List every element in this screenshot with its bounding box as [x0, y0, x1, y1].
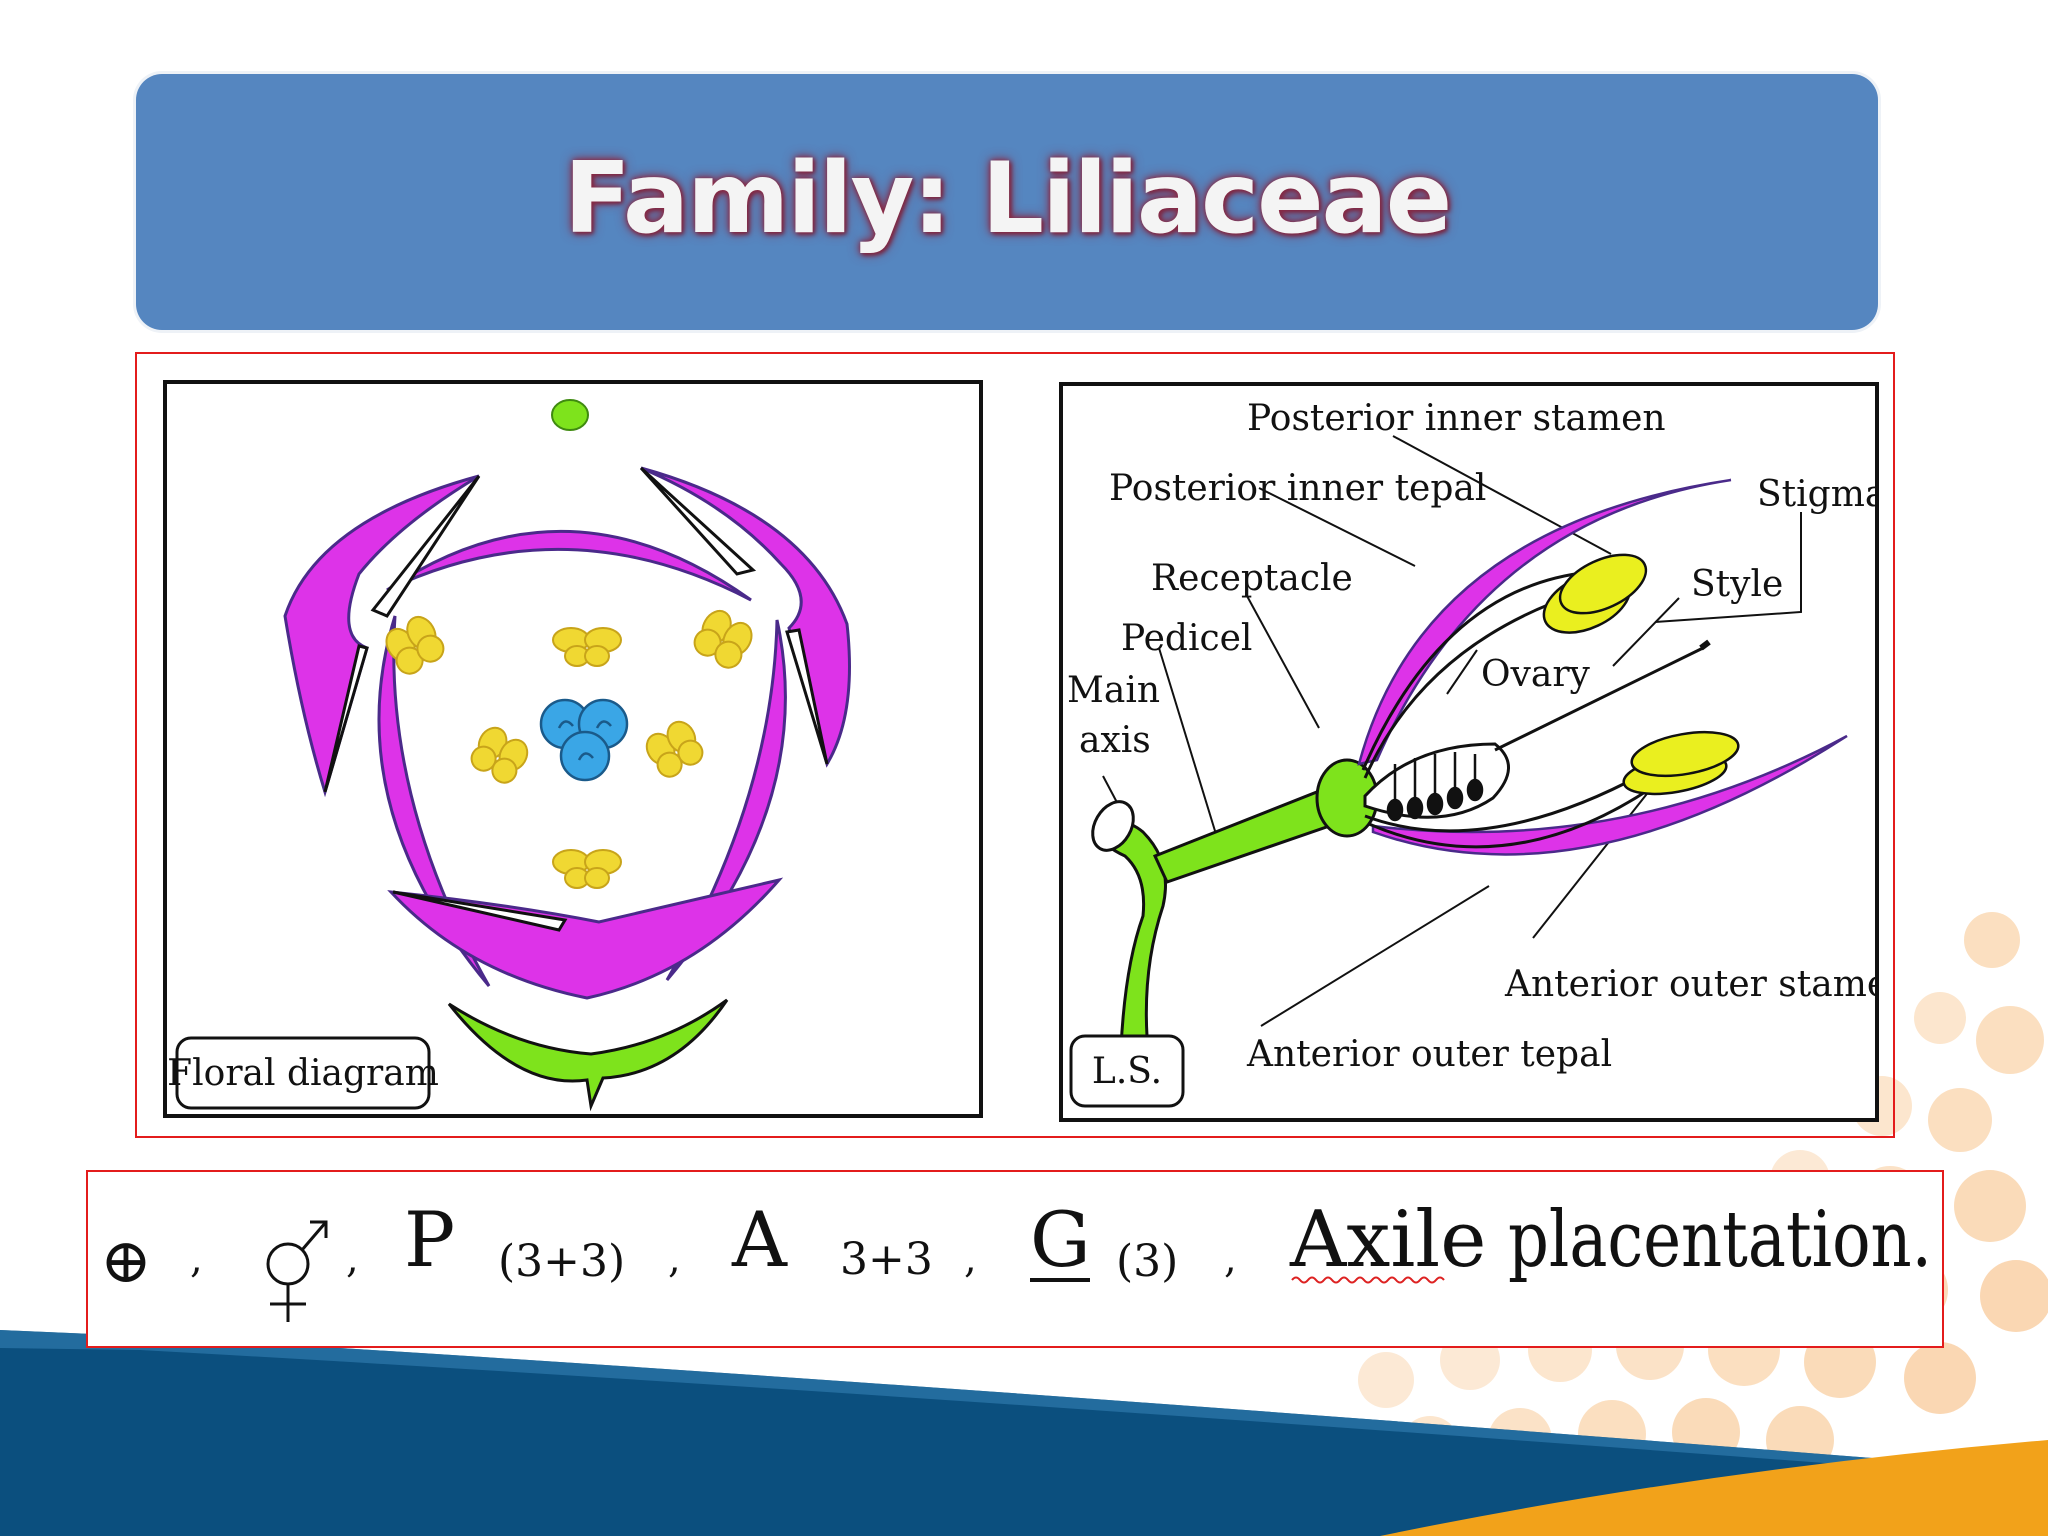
style [1494, 646, 1704, 752]
gynoecium-symbol: G [1030, 1195, 1091, 1284]
formula-separator-3: , [668, 1236, 681, 1282]
stigma [1699, 639, 1711, 651]
floral-formula-line: ⊕ , , P (3+3) , A 3+3 , G (3) , Axile pl… [100, 1195, 1932, 1322]
posterior-inner-anther [1542, 553, 1648, 634]
figure-frame: Floral diagram [135, 352, 1895, 1138]
main-axis-cut [1091, 800, 1135, 852]
orange-swoosh [1380, 1440, 2048, 1536]
perianth-symbol: P [404, 1195, 455, 1284]
anterior-outer-anther [1622, 730, 1740, 796]
long-section-caption: L.S. [1092, 1051, 1162, 1092]
inner-tepal-right [665, 619, 787, 981]
anterior-outer-tepal [1371, 734, 1848, 856]
filaments [1361, 570, 1664, 849]
formula-separator-2: , [346, 1236, 359, 1282]
blue-swoosh-highlight [0, 1330, 2048, 1480]
outer-tepal-left [283, 474, 480, 798]
stamens [385, 609, 753, 889]
ovary-tricarpellary [539, 698, 629, 782]
pedicel [1152, 786, 1343, 884]
formula-separator-5: , [1224, 1236, 1237, 1282]
bisexual-symbol [266, 1220, 328, 1322]
label-pedicel: Pedicel [1121, 618, 1252, 659]
actinomorphic-symbol: ⊕ [100, 1224, 152, 1297]
mother-axis-dot [551, 399, 589, 431]
slide-title: Family: Liliaceae [563, 142, 1452, 256]
outer-tepal-cut-left-lower [323, 644, 369, 793]
label-ovary: Ovary [1481, 654, 1591, 695]
placentation-word-axile: Axile [1289, 1195, 1486, 1285]
spellcheck-squiggle [1291, 1276, 1445, 1284]
label-stigma: Stigma [1757, 474, 1875, 515]
androecium-count: 3+3 [840, 1234, 933, 1285]
outer-tepal-cut-right-lower [785, 628, 829, 765]
blue-swoosh [0, 1330, 2048, 1536]
outer-tepal-left-cut [370, 475, 481, 618]
outer-tepal-right-cut [639, 466, 757, 576]
perianth-count: (3+3) [498, 1236, 625, 1287]
label-anterior-outer-tepal: Anterior outer tepal [1246, 1034, 1612, 1075]
label-posterior-inner-tepal: Posterior inner tepal [1109, 468, 1486, 509]
leader-lines [1102, 435, 1802, 1027]
label-posterior-inner-stamen: Posterior inner stamen [1247, 398, 1666, 439]
long-section-diagram: Posterior inner stamen Posterior inner t… [1067, 398, 1875, 1108]
label-receptacle: Receptacle [1151, 558, 1353, 599]
label-style: Style [1691, 564, 1783, 605]
inner-tepal-top [386, 529, 752, 602]
placentation-word-rest: placentation. [1508, 1195, 1932, 1285]
label-anterior-outer-stamen: Anterior outer stamen [1504, 964, 1875, 1005]
outer-tepal-right [640, 466, 851, 768]
floral-diagram-caption-box [175, 1036, 431, 1110]
label-main: Main [1067, 670, 1160, 711]
floral-diagram: Floral diagram [167, 399, 851, 1112]
bract [447, 998, 729, 1112]
floral-formula: ⊕ , , P (3+3) , A 3+3 , G (3) , Axile pl… [86, 1170, 1944, 1348]
formula-separator-1: , [190, 1236, 203, 1282]
outer-tepal-bottom-cut [392, 890, 568, 932]
floral-diagram-caption: Floral diagram [167, 1053, 439, 1094]
ovules [1386, 752, 1484, 822]
formula-separator-4: , [964, 1236, 977, 1282]
floral-diagram-panel: Floral diagram [163, 380, 983, 1118]
long-section-caption-box [1069, 1034, 1185, 1108]
outer-tepal-bottom [387, 877, 784, 1000]
gynoecium-count: (3) [1116, 1236, 1178, 1287]
long-section-panel: Posterior inner stamen Posterior inner t… [1059, 382, 1879, 1122]
label-axis: axis [1079, 720, 1151, 761]
title-bar: Family: Liliaceae [136, 74, 1878, 330]
androecium-symbol: A [731, 1195, 788, 1284]
